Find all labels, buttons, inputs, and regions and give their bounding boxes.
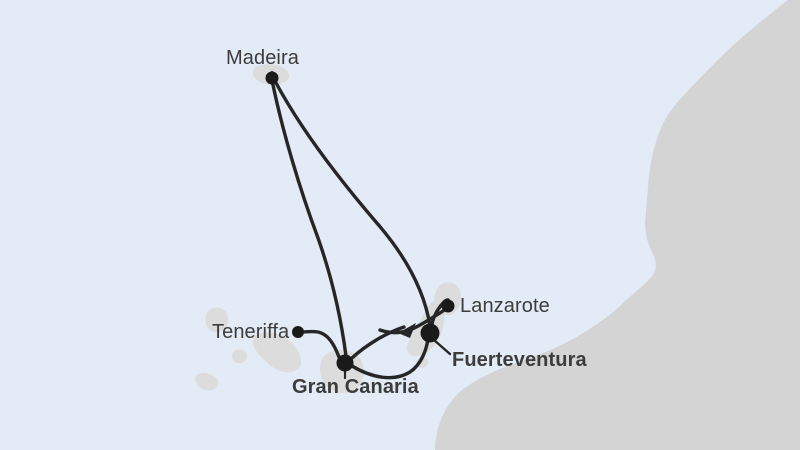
port-dot-fuerteventura[interactable] bbox=[420, 323, 440, 343]
port-dot-lanzarote[interactable] bbox=[441, 299, 455, 313]
island-la-palma bbox=[205, 307, 228, 333]
route-direction-arrowhead bbox=[398, 323, 416, 338]
africa-landmass bbox=[435, 0, 800, 450]
island-el-hierro bbox=[195, 372, 219, 391]
port-dot-madeira[interactable] bbox=[265, 71, 279, 85]
port-dots-group bbox=[265, 71, 455, 372]
route-arrow-tail-gran-canaria bbox=[350, 325, 406, 360]
canary-islands-group bbox=[195, 64, 462, 394]
port-label-gran-canaria: Gran Canaria bbox=[292, 376, 419, 398]
port-label-lanzarote: Lanzarote bbox=[460, 295, 550, 317]
route-gran-canaria-teneriffa bbox=[300, 329, 341, 359]
port-label-teneriffa: Teneriffa bbox=[212, 321, 290, 343]
fuerteventura-leader-line bbox=[432, 338, 452, 356]
route-madeira-fuerteventura bbox=[273, 79, 432, 328]
port-dot-gran-canaria[interactable] bbox=[336, 354, 354, 372]
port-label-madeira: Madeira bbox=[226, 47, 299, 69]
island-la-gomera bbox=[232, 349, 248, 364]
route-madeira-gran-canaria bbox=[270, 78, 348, 358]
island-tenerife bbox=[252, 332, 302, 373]
port-label-fuerteventura: Fuerteventura bbox=[452, 349, 587, 371]
route-gran-canaria-fuerteventura bbox=[350, 336, 430, 380]
port-dot-teneriffa[interactable] bbox=[292, 326, 304, 338]
